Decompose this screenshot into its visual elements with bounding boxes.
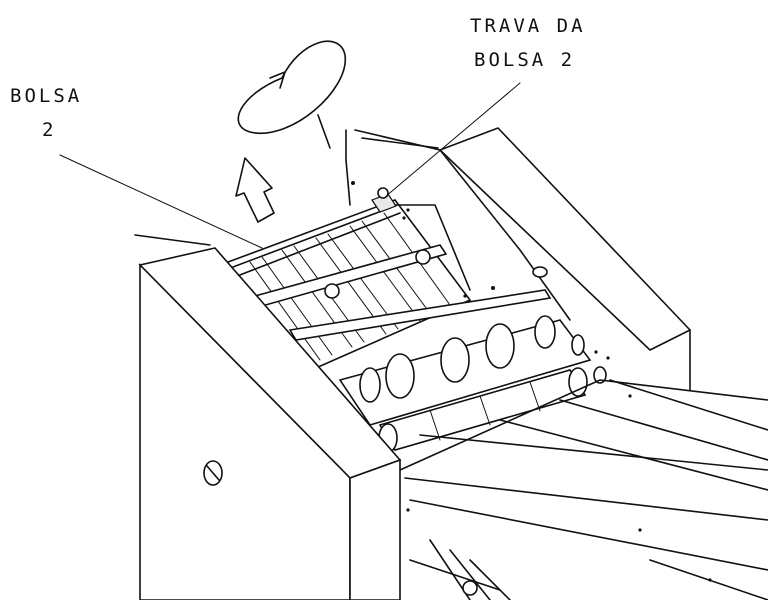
- label-bolsa-2-line2: 2: [42, 119, 57, 141]
- leader-line-trava: [384, 82, 521, 198]
- label-bolsa-2-line1: BOLSA: [10, 85, 83, 107]
- rear-cabinet: [317, 114, 691, 391]
- delivery-conveyor: [399, 379, 768, 600]
- guide-bar: [288, 289, 552, 341]
- knob-icon: [203, 460, 223, 486]
- rotation-arrow-icon: [237, 40, 346, 135]
- roller-assembly: [338, 266, 610, 453]
- front-side-cover: [134, 234, 402, 600]
- label-trava-da-bolsa-2-line1: TRAVA DA: [470, 15, 586, 37]
- lift-arrow-icon: [235, 157, 275, 223]
- leader-line-bolsa2: [59, 154, 263, 249]
- label-trava-da-bolsa-2-line2: BOLSA 2: [474, 49, 576, 71]
